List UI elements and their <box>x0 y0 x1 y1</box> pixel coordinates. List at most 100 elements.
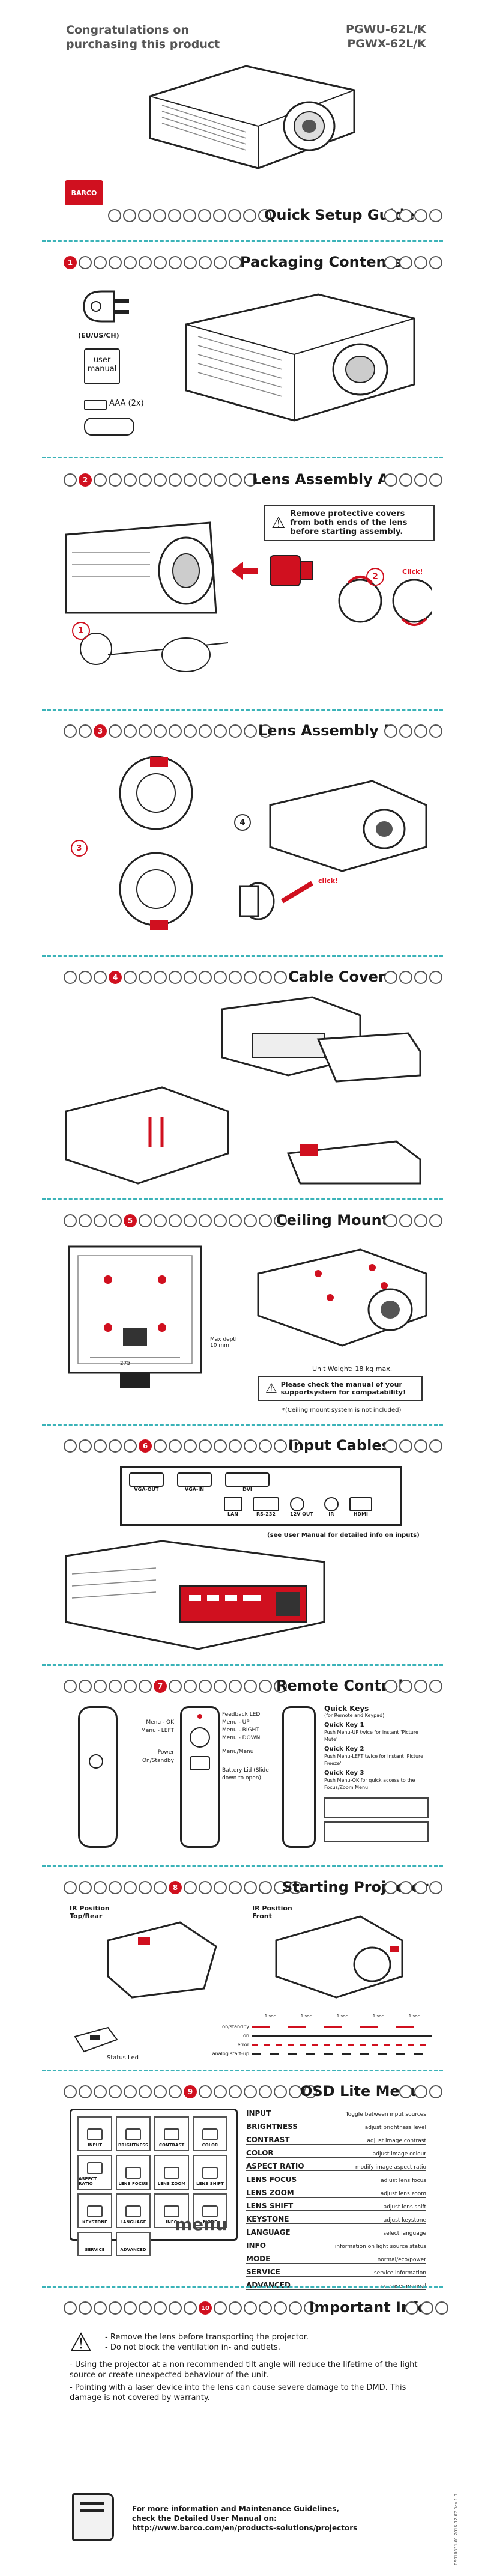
lens-assembly-b-illustration <box>119 756 427 930</box>
osd-tile-grid: INPUT BRIGHTNESS CONTRAST COLOR ASPECT R… <box>77 2116 230 2228</box>
quick-key-3-desc: Push Menu-OK for quick access to the Foc… <box>324 1778 415 1790</box>
input-panel: VGA-OUT VGA-IN DVI LAN RS-232 12V OUT IR… <box>120 1466 402 1526</box>
osd-tile-lens-shift[interactable]: LENS SHIFT <box>193 2155 227 2190</box>
lens-warning-text: Remove protective covers from both ends … <box>290 509 408 536</box>
divider <box>42 2286 443 2288</box>
ceiling-warning-box: ⚠ Please check the manual of your suppor… <box>258 1376 423 1401</box>
circle-decor-right <box>384 209 442 222</box>
osd-tile-mode[interactable]: MODE <box>193 2193 227 2228</box>
label-feedback-led: Feedback LED <box>222 1712 261 1718</box>
divider <box>42 1424 443 1426</box>
lens-assembly-a-illustration <box>65 521 432 672</box>
ceiling-footnote: *(Ceiling mount system is not included) <box>282 1407 402 1414</box>
section-number: 5 <box>124 1214 137 1227</box>
section-9-title-row: 9 OSD Lite Menu <box>0 2080 485 2104</box>
port-rs232: RS-232 <box>253 1497 279 1517</box>
remote-control-back <box>282 1706 316 1848</box>
section-title: Input Cables <box>288 1437 390 1454</box>
label-power: Power On/Standby <box>142 1749 174 1764</box>
status-led-device <box>74 2026 118 2053</box>
divider <box>42 2070 443 2071</box>
step-1-marker: 1 <box>72 622 90 640</box>
section-7-title-row: 7 Remote Control <box>0 1675 485 1699</box>
osd-tile-advanced[interactable]: ADVANCED <box>116 2232 151 2256</box>
lens-warning-box: ⚠ Remove protective covers from both end… <box>264 505 435 541</box>
quick-key-screen-1 <box>324 1797 429 1818</box>
divider <box>42 1865 443 1867</box>
timing-bar-error <box>252 2044 432 2046</box>
port-dvi: DVI <box>225 1472 270 1492</box>
osd-tile-keystone[interactable]: KEYSTONE <box>77 2193 112 2228</box>
port-ir: IR <box>324 1497 339 1517</box>
more-info-line-1: For more information and Maintenance Gui… <box>132 2505 339 2513</box>
label-battery-lid: Battery Lid (Slide down to open) <box>222 1767 269 1781</box>
section-title: Lens Assembly B <box>258 722 395 739</box>
step-2-marker: 2 <box>366 568 384 586</box>
port-vga-in: VGA-IN <box>177 1472 212 1492</box>
section-number: 10 <box>199 2301 212 2315</box>
osd-tile-info[interactable]: INFO <box>154 2193 189 2228</box>
power-plug-icon <box>83 290 129 323</box>
section-number: 4 <box>109 971 122 984</box>
section-number: 2 <box>79 473 92 487</box>
osd-tile-lens-zoom[interactable]: LENS ZOOM <box>154 2155 189 2190</box>
barco-logo-text: BARCO <box>71 189 97 197</box>
label-menu-left: Menu - LEFT <box>141 1728 174 1734</box>
osd-tile-language[interactable]: LANGUAGE <box>116 2193 151 2228</box>
section-title: Lens Assembly A <box>252 471 389 488</box>
quick-keys-subtitle: (for Remote and Keypad) <box>324 1713 385 1718</box>
circle-decor <box>108 209 271 222</box>
divider <box>42 1664 443 1666</box>
quick-keys-panel: Quick Keys (for Remote and Keypad) Quick… <box>324 1705 432 1842</box>
osd-tile-contrast[interactable]: CONTRAST <box>154 2116 189 2151</box>
divider <box>42 955 443 957</box>
divider <box>42 709 443 711</box>
label-menu-right: Menu - RIGHT <box>222 1727 259 1733</box>
battery-icon <box>84 400 107 410</box>
osd-tile-input[interactable]: INPUT <box>77 2116 112 2151</box>
section-title: Packaging Contents <box>240 254 402 270</box>
remote-control-front <box>180 1706 220 1848</box>
section-number: 1 <box>64 256 77 269</box>
remote-pack-icon <box>84 418 134 436</box>
important-bullet-1: - Remove the lens before transporting th… <box>105 2333 309 2342</box>
osd-tile-aspect-ratio[interactable]: ASPECT RATIO <box>77 2155 112 2190</box>
section-number: 8 <box>169 1881 182 1894</box>
timing-bar-standby <box>252 2026 432 2028</box>
projector-box-illustration <box>185 293 415 422</box>
section-6-title-row: 6 Input Cables <box>0 1435 485 1459</box>
warning-icon: ⚠ <box>265 1381 277 1396</box>
osd-tile-service[interactable]: SERVICE <box>77 2232 112 2256</box>
osd-tile-color[interactable]: COLOR <box>193 2116 227 2151</box>
important-bullets-top: - Remove the lens before transporting th… <box>105 2332 429 2353</box>
label-menu-menu: Menu/Menu <box>222 1749 254 1755</box>
mount-depth-note: Max depth 10 mm <box>210 1337 239 1349</box>
mount-dimension: 275 <box>120 1361 131 1367</box>
important-bullet-2: - Do not block the ventilation in- and o… <box>105 2343 280 2352</box>
model-number-2: PGWX-62L/K <box>347 37 426 50</box>
plug-label: (EU/US/CH) <box>78 332 119 339</box>
section-title: Cable Cover <box>288 968 385 985</box>
osd-tile-lens-focus[interactable]: LENS FOCUS <box>116 2155 151 2190</box>
timing-bar-on <box>252 2035 432 2037</box>
osd-menu-word: menu <box>174 2214 227 2234</box>
ir-position-front: IR Position Front <box>252 1904 292 1920</box>
osd-tile-brightness[interactable]: BRIGHTNESS <box>116 2116 151 2151</box>
click-label: Click! <box>402 568 423 576</box>
more-info-block: For more information and Maintenance Gui… <box>132 2504 420 2533</box>
quick-key-3-title: Quick Key 3 <box>324 1770 364 1776</box>
barco-logo: BARCO <box>65 180 103 205</box>
label-menu-up: Menu - UP <box>222 1719 250 1725</box>
section-3-title-row: 3 Lens Assembly B <box>0 720 485 744</box>
manual-url-link[interactable]: http://www.barco.com/en/products-solutio… <box>132 2524 358 2532</box>
